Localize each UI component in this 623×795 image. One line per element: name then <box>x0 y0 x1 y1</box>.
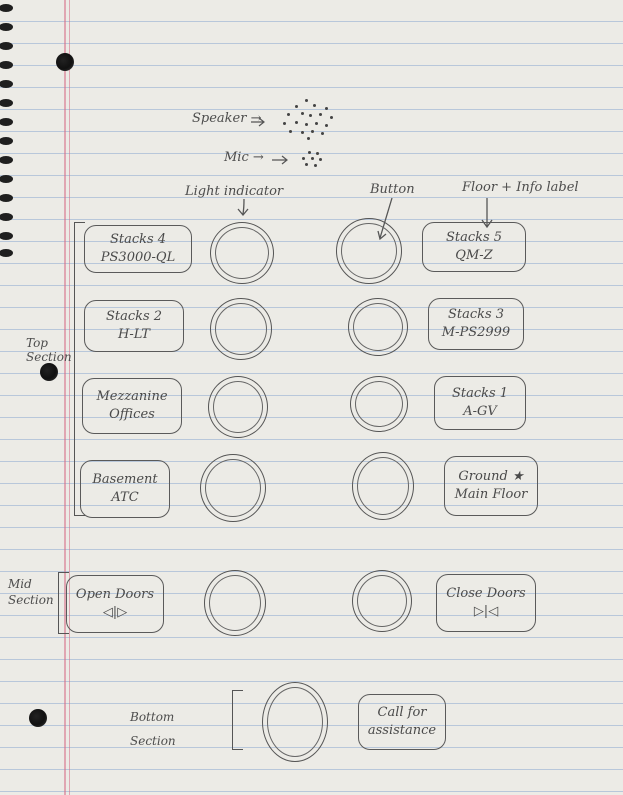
light-indicator-mezzanine <box>208 376 268 438</box>
call-for-assistance-button[interactable] <box>262 682 328 762</box>
mid-section-bracket <box>58 572 69 634</box>
close-doors-label: Close Doors▷|◁ <box>436 574 536 632</box>
mic-annotation: Mic → <box>224 150 264 165</box>
light-indicator-open-doors <box>204 570 266 636</box>
bottom-section-bracket <box>232 690 243 750</box>
floor-button-stacks-4[interactable] <box>336 218 402 284</box>
punch-hole-top <box>56 53 74 71</box>
speaker-grille <box>283 99 335 140</box>
light-indicator-basement <box>200 454 266 522</box>
spiral-binding <box>0 4 13 257</box>
floor-button-mezzanine[interactable] <box>350 376 408 432</box>
margin-line-secondary <box>69 0 70 795</box>
open-doors-label: Open Doors◁|▷ <box>66 575 164 633</box>
microphone-icon <box>300 151 324 169</box>
light-indicator-annotation: Light indicator <box>185 184 284 199</box>
floor-button-basement[interactable] <box>352 452 414 520</box>
floor-label-ground: Ground ★Main Floor <box>444 456 538 516</box>
speaker-annotation: Speaker → <box>192 111 262 126</box>
top-section-bracket <box>74 222 85 516</box>
margin-line <box>64 0 66 795</box>
punch-hole-bottom <box>29 709 47 727</box>
floor-button-stacks-2[interactable] <box>348 298 408 356</box>
light-indicator-stacks-4 <box>210 222 274 284</box>
close-doors-button[interactable] <box>352 570 412 632</box>
light-indicator-stacks-2 <box>210 298 272 360</box>
button-annotation: Button <box>370 182 415 197</box>
floor-info-label-annotation: Floor + Info label <box>462 180 579 195</box>
punch-hole-middle <box>40 363 58 381</box>
